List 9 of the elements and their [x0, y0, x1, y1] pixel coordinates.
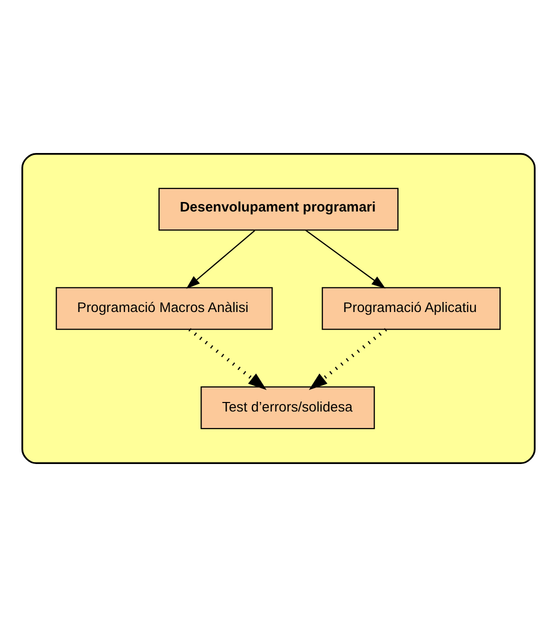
node-box: Test d’errors/solidesa [200, 386, 375, 430]
arrow [188, 328, 267, 390]
node-box: Programació Aplicatiu [322, 287, 501, 330]
arrow [308, 328, 387, 390]
cluster [21, 152, 536, 464]
node-box: Programació Macros Anàlisi [56, 287, 273, 330]
arrow [186, 230, 256, 289]
arrow [305, 230, 386, 289]
node-box: Desenvolupament programari [158, 188, 399, 231]
